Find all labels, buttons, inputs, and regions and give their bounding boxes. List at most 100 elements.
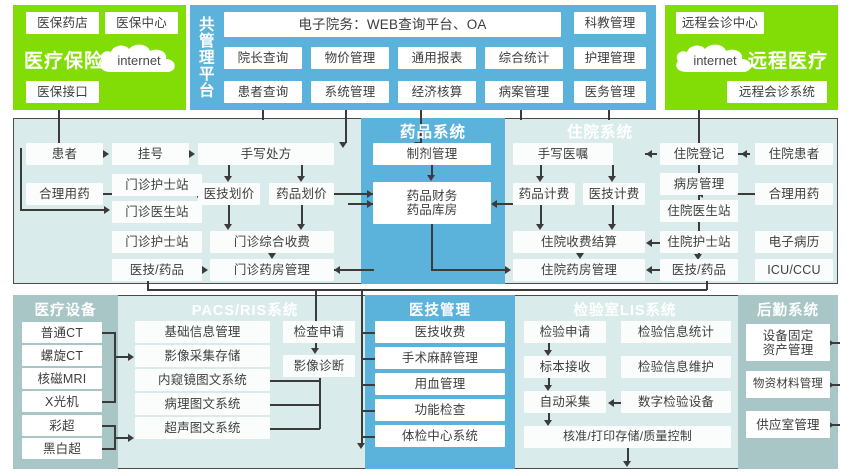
chip-image-acquisition-storage[interactable]: 影像采集存储	[135, 345, 270, 367]
bracket-ct-top	[102, 332, 116, 334]
chip-imaging-diagnosis[interactable]: 影像诊断	[283, 355, 355, 377]
chip-electronic-medical-record[interactable]: 电子病历	[755, 231, 833, 253]
arrow-drug-pricing-to-fee	[297, 224, 305, 230]
chip-medical-affairs-management[interactable]: 医务管理	[574, 81, 646, 103]
chip-pathology-image-system[interactable]: 病理图文系统	[135, 393, 270, 415]
chip-lab-info-maintenance[interactable]: 检验信息维护	[621, 356, 731, 378]
chip-outpatient-comprehensive-fee[interactable]: 门诊综合收费	[210, 231, 334, 253]
chip-eportal-banner[interactable]: 电子院务：WEB查询平台、OA	[224, 12, 561, 37]
internet-cloud-insurance: internet	[96, 42, 180, 78]
chip-medtech-fee[interactable]: 医技收费	[375, 321, 505, 343]
chip-outpatient-doctor-station[interactable]: 门诊医生站	[112, 201, 202, 223]
chip-pharmacy-finance-warehouse[interactable]: 药品财务 药品库房	[373, 182, 491, 224]
chip-ultrasound-image-system[interactable]: 超声图文系统	[135, 417, 270, 439]
chip-outpatient-nurse-station-1[interactable]: 门诊护士站	[112, 174, 202, 196]
arrow-platform-down-2	[339, 142, 347, 148]
chip-drug-charging[interactable]: 药品计费	[513, 183, 575, 205]
chip-remote-consultation-system[interactable]: 远程会诊系统	[727, 81, 827, 103]
chip-medtech-pricing[interactable]: 医技划价	[198, 183, 260, 205]
arrow-medtech-charging-to-settlement	[608, 224, 616, 230]
chip-outpatient-nurse-station-2[interactable]: 门诊护士站	[112, 231, 202, 253]
connector-lab-request-to-specimen	[548, 343, 550, 351]
tick-medtech-3	[362, 384, 375, 386]
chip-outpatient-pharmacy-management[interactable]: 门诊药房管理	[210, 259, 334, 281]
arrow-approval-down	[623, 461, 631, 467]
chip-comprehensive-statistics[interactable]: 综合统计	[485, 47, 563, 69]
connector-bus-left-up	[147, 281, 149, 290]
chip-preparation-management[interactable]: 制剂管理	[373, 143, 491, 165]
chip-blood-use-management[interactable]: 用血管理	[375, 373, 505, 395]
connector-pathology-right	[270, 404, 320, 406]
arrow-order-to-medtech-charging	[608, 176, 616, 182]
connector-medtech-pricing-to-fee	[228, 205, 230, 225]
connector-digital-equipment-to-auto-collection	[612, 402, 624, 404]
chip-lab-info-statistics[interactable]: 检验信息统计	[621, 321, 731, 343]
chip-digital-lab-equipment[interactable]: 数字检验设备	[621, 391, 731, 413]
connector-insurance-to-doctor-station	[20, 209, 106, 211]
connector-bus-bottom-horizontal	[147, 289, 707, 291]
chip-insurance-interface[interactable]: 医保接口	[26, 81, 99, 103]
chip-examination-request[interactable]: 检查申请	[283, 321, 355, 343]
chip-drug-pricing[interactable]: 药品划价	[269, 183, 334, 205]
chip-inpatient[interactable]: 住院患者	[755, 143, 833, 165]
chip-specimen-reception[interactable]: 标本接收	[524, 356, 606, 378]
chip-patient-query[interactable]: 患者查询	[224, 81, 302, 103]
chip-lab-request[interactable]: 检验申请	[524, 321, 606, 343]
chip-insurance-pharmacy[interactable]: 医保药店	[26, 12, 99, 34]
chip-admission-registration[interactable]: 住院登记	[660, 143, 738, 165]
chip-supply-room-management[interactable]: 供应室管理	[746, 411, 830, 438]
connector-pharmacy-to-inpatient-pharmacy	[431, 269, 507, 271]
arrow-medtech-pricing-to-fee	[224, 224, 232, 230]
internet-cloud-telemedicine: internet	[672, 42, 756, 78]
chip-functional-examination[interactable]: 功能检查	[375, 399, 505, 421]
chip-system-management[interactable]: 系统管理	[311, 81, 389, 103]
chip-medtech-drug-outpatient[interactable]: 医技/药品	[112, 259, 202, 281]
label-inpatient-system: 住院系统	[566, 124, 633, 141]
chip-economic-accounting[interactable]: 经济核算	[398, 81, 476, 103]
connector-platform-down-2	[345, 110, 347, 143]
chip-medical-record-management[interactable]: 病案管理	[485, 81, 563, 103]
chip-medtech-charging[interactable]: 医技计费	[583, 183, 645, 205]
chip-mri[interactable]: 核磁MRI	[22, 368, 102, 389]
chip-approval-print-quality-control[interactable]: 核准/打印存储/质量控制	[524, 426, 731, 448]
chip-nursing-management[interactable]: 护理管理	[574, 47, 646, 69]
chip-color-doppler[interactable]: 彩超	[22, 415, 102, 436]
connector-prescription-to-medtech-pricing	[228, 165, 230, 177]
chip-patient[interactable]: 患者	[26, 143, 103, 165]
chip-icu-ccu[interactable]: ICU/CCU	[755, 259, 833, 281]
chip-price-management[interactable]: 物价管理	[311, 47, 389, 69]
chip-endoscopy-image-system[interactable]: 内窥镜图文系统	[135, 369, 270, 391]
connector-admission-to-ward	[698, 165, 700, 174]
chip-material-management[interactable]: 物资材料管理	[746, 371, 830, 398]
chip-inpatient-doctor-station[interactable]: 住院医生站	[660, 200, 738, 222]
arrow-fee-to-pharmacy	[268, 253, 276, 259]
arrow-prescription-to-drug-pricing	[297, 176, 305, 182]
chip-equipment-fixed-asset-management[interactable]: 设备固定 资产管理	[746, 324, 830, 361]
chip-inpatient-pharmacy-management[interactable]: 住院药房管理	[513, 259, 645, 281]
chip-handwritten-order[interactable]: 手写医嘱	[513, 143, 613, 165]
chip-director-query[interactable]: 院长查询	[224, 47, 302, 69]
chip-spiral-ct[interactable]: 螺旋CT	[22, 345, 102, 366]
chip-xray[interactable]: X光机	[22, 391, 102, 412]
chip-general-report[interactable]: 通用报表	[398, 47, 476, 69]
chip-basic-info-management[interactable]: 基础信息管理	[135, 321, 270, 343]
chip-surgery-anesthesia-management[interactable]: 手术麻醉管理	[375, 347, 505, 369]
chip-registration[interactable]: 挂号	[112, 143, 189, 165]
chip-handwritten-prescription[interactable]: 手写处方	[198, 143, 334, 165]
connector-left-into-pharmacy-finance	[348, 203, 373, 205]
chip-insurance-center[interactable]: 医保中心	[105, 12, 178, 34]
chip-medtech-drug-inpatient[interactable]: 医技/药品	[660, 259, 738, 281]
chip-inpatient-nurse-station[interactable]: 住院护士站	[660, 231, 738, 253]
chip-inpatient-fee-settlement[interactable]: 住院收费结算	[513, 231, 645, 253]
chip-rational-drug-use-inpatient[interactable]: 合理用药	[755, 183, 833, 205]
chip-education-management[interactable]: 科教管理	[574, 12, 646, 34]
connector-nurse-to-settlement	[648, 242, 660, 244]
arrow-supply-room-out	[828, 421, 834, 429]
chip-remote-consultation-center[interactable]: 远程会诊中心	[676, 12, 764, 34]
chip-rational-drug-use-outpatient[interactable]: 合理用药	[26, 183, 103, 205]
chip-bw-ultrasound[interactable]: 黑白超	[22, 438, 102, 459]
chip-auto-collection[interactable]: 自动采集	[524, 391, 606, 413]
chip-ward-management[interactable]: 病房管理	[660, 173, 738, 195]
chip-health-checkup-center-system[interactable]: 体检中心系统	[375, 425, 505, 447]
chip-ct[interactable]: 普通CT	[22, 322, 102, 343]
